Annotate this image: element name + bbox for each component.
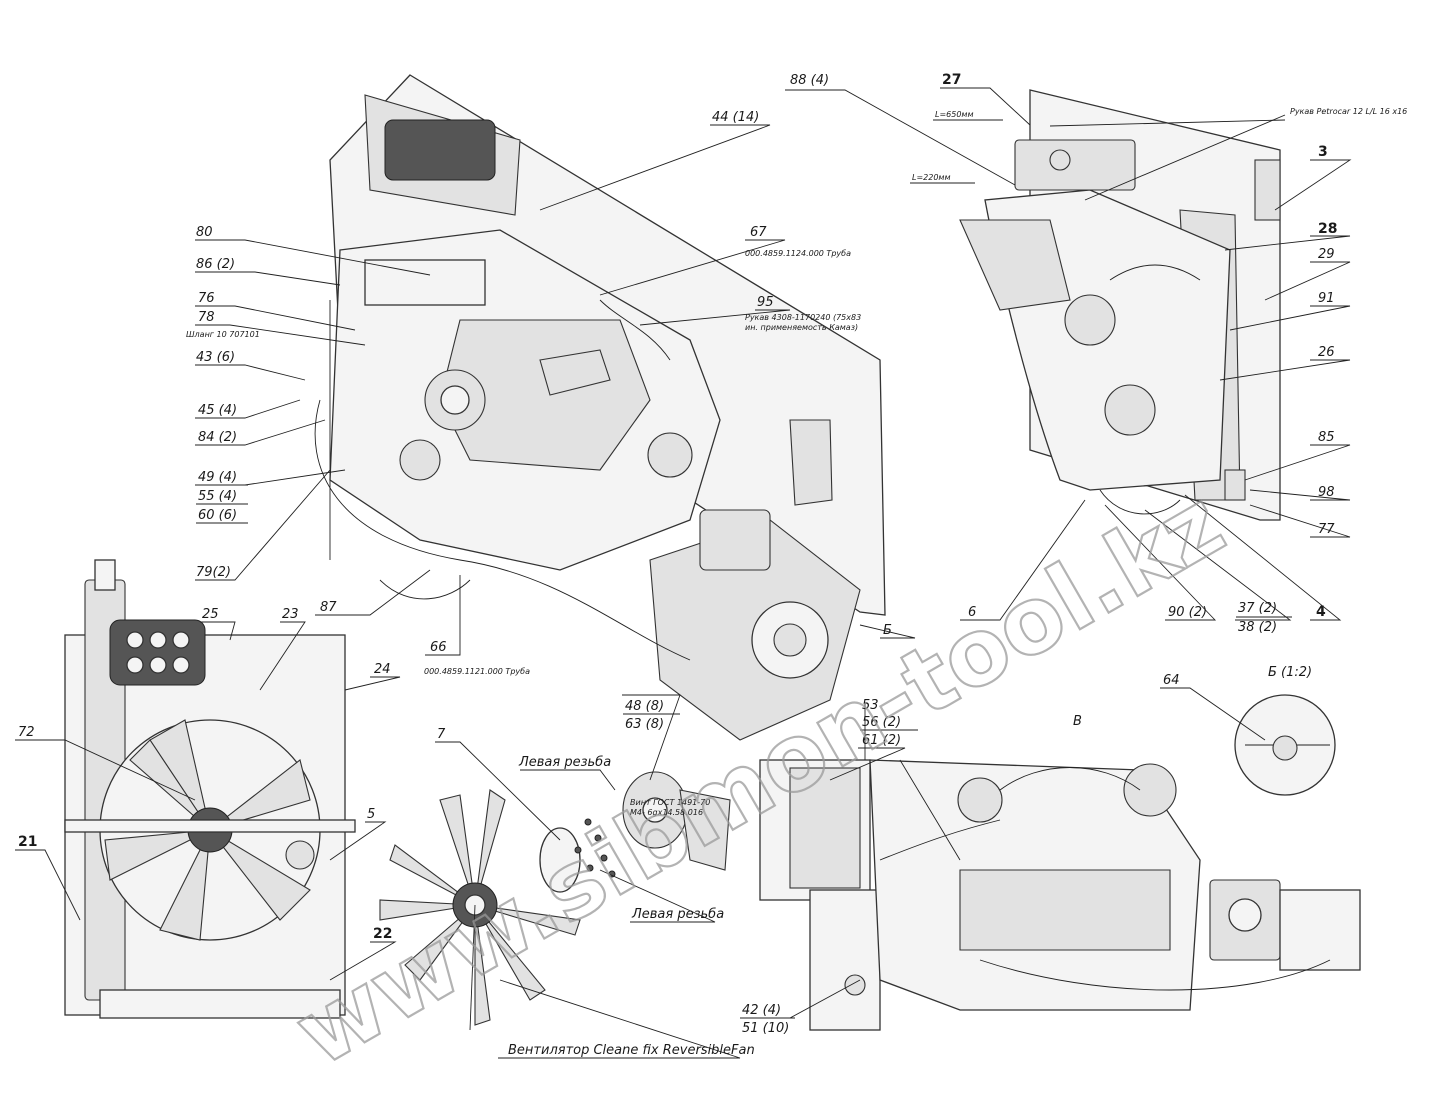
air-filter-front [109,619,206,686]
annotation-notes: 000.4859.1124.000 Труба Рукав 4308-11702… [186,107,1407,1058]
callout-5: 5 [367,807,375,822]
callout-66: 66 [430,640,447,655]
callout-26: 26 [1318,345,1335,360]
callout-b: Б [883,623,892,638]
callout-90: 90 (2) [1168,605,1207,620]
callout-22: 22 [373,926,392,942]
callout-61: 61 (2) [862,733,901,748]
callout-24: 24 [374,662,391,677]
detail-b-circle [1234,694,1336,796]
callout-48: 48 (8) [625,699,664,714]
callout-6: 6 [968,605,976,620]
callout-b-detail: Б (1:2) [1268,665,1312,680]
callout-72: 72 [18,725,35,740]
callout-v: В [1073,714,1082,729]
callout-56: 56 (2) [862,715,901,730]
note-pipe-66: 000.4859.1121.000 Труба [424,667,530,676]
callout-38: 38 (2) [1238,620,1277,635]
note-screw-line1: Винт ГОСТ 1491-70 [630,798,710,807]
callout-60: 60 (6) [198,508,237,523]
fuel-filter [789,419,833,506]
expansion-tank [364,259,486,306]
valve-cover [959,869,1171,951]
callout-76: 76 [198,291,215,306]
callout-37: 37 (2) [1238,601,1277,616]
callout-85: 85 [1318,430,1335,445]
fan-front-view [64,559,356,1019]
main-engine-view [314,74,886,741]
callout-28: 28 [1318,221,1337,237]
engine-side-view [759,759,1361,1031]
callout-78: 78 [198,310,215,325]
pump-body [679,789,731,871]
callout-55: 55 (4) [198,489,237,504]
callout-88: 88 (4) [790,73,829,88]
callout-3: 3 [1318,144,1328,160]
callout-67: 67 [750,225,767,240]
callout-25: 25 [202,607,219,622]
adapter-plate [539,827,581,893]
callout-98: 98 [1318,485,1335,500]
callout-23: 23 [282,607,299,622]
note-pipe-67: 000.4859.1124.000 Труба [745,249,851,258]
note-sleeve-95-line2: ин. применяемость Камаз) [745,323,858,332]
callout-43: 43 (6) [196,350,235,365]
callout-87: 87 [320,600,337,615]
callout-86: 86 (2) [196,257,235,272]
note-sleeve-95-line1: Рукав 4308-1170240 (75х83 [745,313,861,322]
oil-filler-cap [647,432,693,478]
base-frame [99,989,341,1019]
callout-79: 79(2) [196,565,231,580]
callout-44: 44 (14) [712,110,759,125]
callout-45: 45 (4) [198,403,237,418]
note-screw-line2: М4- 6gх14.58.016 [630,808,703,817]
callout-64: 64 [1163,673,1180,688]
note-petrocar-hose: Рукав Petrocar 12 L/L 16 x16 [1290,107,1407,116]
callout-21: 21 [18,834,37,850]
callout-29: 29 [1318,247,1335,262]
callout-42: 42 (4) [742,1003,781,1018]
air-filter-housing [384,119,496,181]
callout-53: 53 [862,698,879,713]
note-hose-78: Шланг 10 707101 [186,330,260,339]
exploded-fan [379,771,731,1031]
callout-80: 80 [196,225,213,240]
note-fan-model: Вентилятор Cleane fix ReversibleFan [508,1043,755,1058]
callout-27: 27 [942,72,961,88]
callout-7: 7 [437,727,446,742]
callout-77: 77 [1318,522,1335,537]
callout-51: 51 (10) [742,1021,789,1036]
callout-labels: 44 (14) 80 86 (2) 67 76 78 95 43 (6) 45 … [18,72,1337,1036]
note-length-650: L=650мм [935,110,974,119]
callout-84: 84 (2) [198,430,237,445]
exhaust-tip [94,559,116,591]
tank-box [1014,139,1136,191]
note-left-thread-top: Левая резьба [518,755,611,770]
callout-95: 95 [757,295,774,310]
callout-49: 49 (4) [198,470,237,485]
callout-4: 4 [1316,604,1326,620]
callout-63: 63 (8) [625,717,664,732]
callout-91: 91 [1318,291,1335,306]
radiator-right-view [959,89,1281,521]
note-left-thread-bottom: Левая резьба [631,907,724,922]
note-length-220: L=220мм [912,173,951,182]
